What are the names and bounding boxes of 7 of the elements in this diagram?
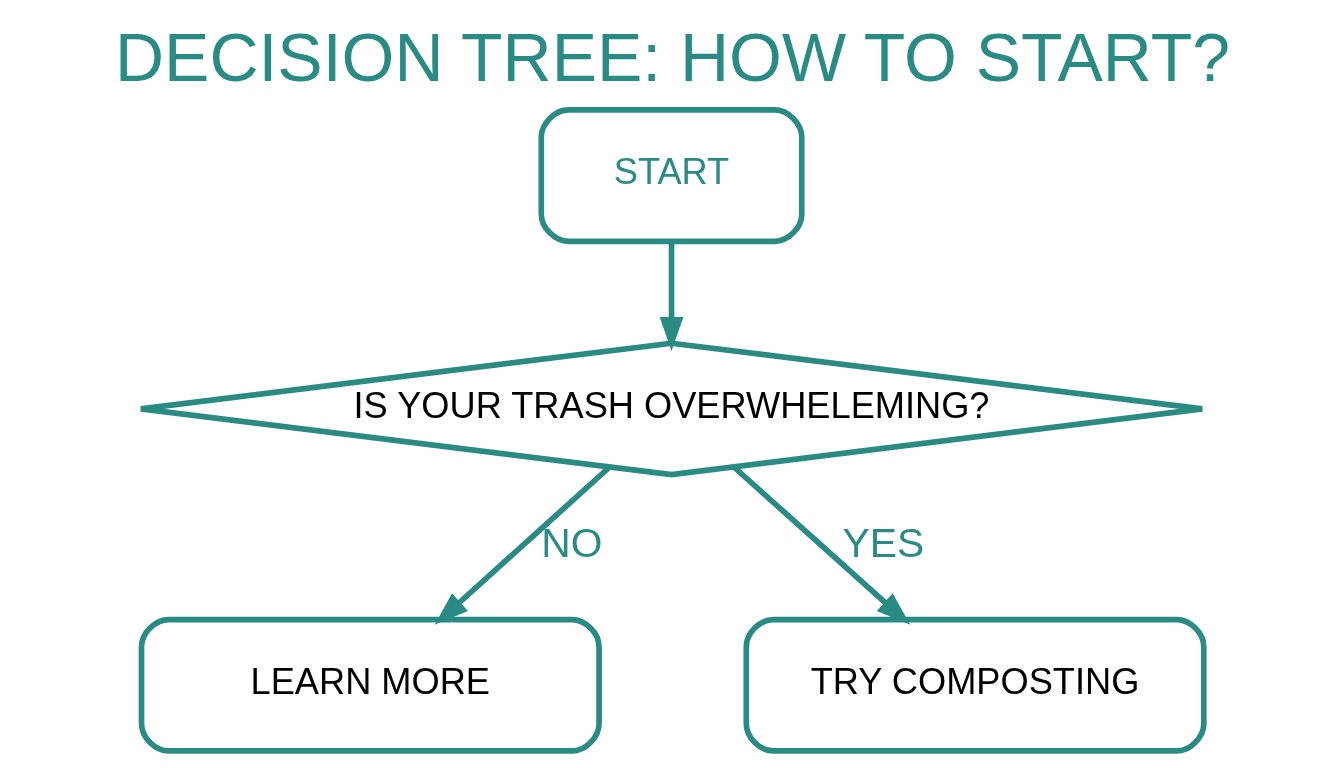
edge-label: YES	[842, 520, 924, 567]
diagram-title: DECISION TREE: HOW TO START?	[114, 18, 1230, 95]
node-box: TRY COMPOSTING	[742, 616, 1207, 754]
edge-label: NO	[540, 520, 602, 567]
arrow	[659, 241, 683, 352]
node-box: LEARN MORE	[138, 616, 602, 754]
node-box: START	[537, 107, 805, 245]
